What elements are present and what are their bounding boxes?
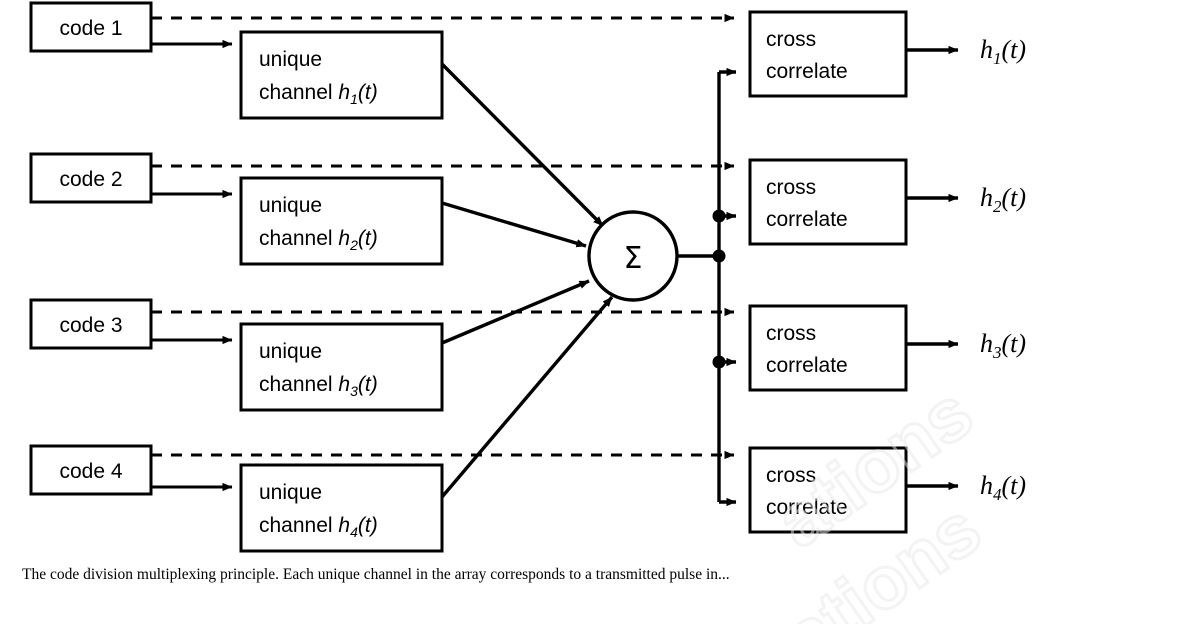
cross-correlate-box-2[interactable]: cross correlate (748, 158, 908, 246)
cross-correlate-box-2-line2: correlate (766, 208, 848, 231)
cross-correlate-box-4-line2: correlate (766, 496, 848, 519)
bus-junction-dot-3 (712, 355, 726, 369)
summation-symbol: Σ (624, 241, 643, 276)
unique-channel-box-2[interactable]: unique channel h2(t) (239, 176, 444, 266)
figure-canvas: code 1 code 2 code 3 code 4 (22, 1, 1027, 624)
code-box-1-label: code 1 (59, 17, 122, 40)
unique-channel-box-2-line2: channel h2(t) (259, 227, 378, 253)
figure-caption: The code division multiplexing principle… (22, 566, 730, 583)
unique-channel-box-4[interactable]: unique channel h4(t) (239, 463, 444, 553)
unique-channel-box-3-line2: channel h3(t) (259, 373, 378, 399)
cross-correlate-box-1-line1: cross (766, 28, 816, 51)
unique-channel-box-1-line1: unique (259, 48, 322, 71)
channel-to-sum-arrow-2 (441, 201, 587, 248)
unique-channel-box-1-line2: channel h1(t) (259, 81, 378, 107)
cross-correlate-box-4[interactable]: cross correlate (748, 446, 908, 534)
cross-correlate-box-3[interactable]: cross correlate (748, 304, 908, 392)
channel-to-sum-arrow-4 (440, 295, 614, 499)
unique-channel-box-3-line1: unique (259, 340, 322, 363)
unique-channel-box-1[interactable]: unique channel h1(t) (239, 30, 444, 120)
cross-correlate-box-1-line2: correlate (766, 60, 848, 83)
channel-to-sum-arrow-1 (440, 62, 605, 228)
summation-node[interactable]: Σ (587, 210, 679, 302)
code-box-2[interactable]: code 2 (29, 152, 153, 204)
bus-junction-dot-2 (712, 209, 726, 223)
cross-correlate-box-3-line2: correlate (766, 354, 848, 377)
bus-junction-dot-main (712, 249, 726, 263)
distribution-bus (712, 67, 737, 507)
cross-correlate-box-3-line1: cross (766, 322, 816, 345)
unique-channel-box-4-line1: unique (259, 481, 322, 504)
cross-correlate-box-2-line1: cross (766, 176, 816, 199)
output-label-1: h1(t) (980, 35, 1026, 68)
code-box-3-label: code 3 (59, 314, 122, 337)
code-box-1[interactable]: code 1 (29, 1, 153, 53)
code-box-4[interactable]: code 4 (29, 444, 153, 496)
cross-correlate-box-4-line1: cross (766, 464, 816, 487)
code-box-3[interactable]: code 3 (29, 298, 153, 350)
unique-channel-box-3[interactable]: unique channel h3(t) (239, 322, 444, 412)
cross-correlate-box-1[interactable]: cross correlate (748, 10, 908, 98)
unique-channel-box-2-line1: unique (259, 194, 322, 217)
block-diagram: code 1 code 2 code 3 code 4 (29, 1, 1026, 553)
output-label-3: h3(t) (980, 329, 1026, 362)
unique-channel-box-4-line2: channel h4(t) (259, 514, 378, 540)
code-box-2-label: code 2 (59, 168, 122, 191)
output-label-2: h2(t) (980, 183, 1026, 216)
code-box-4-label: code 4 (59, 460, 122, 483)
output-label-4: h4(t) (980, 471, 1026, 504)
channel-to-sum-arrow-3 (441, 279, 590, 345)
